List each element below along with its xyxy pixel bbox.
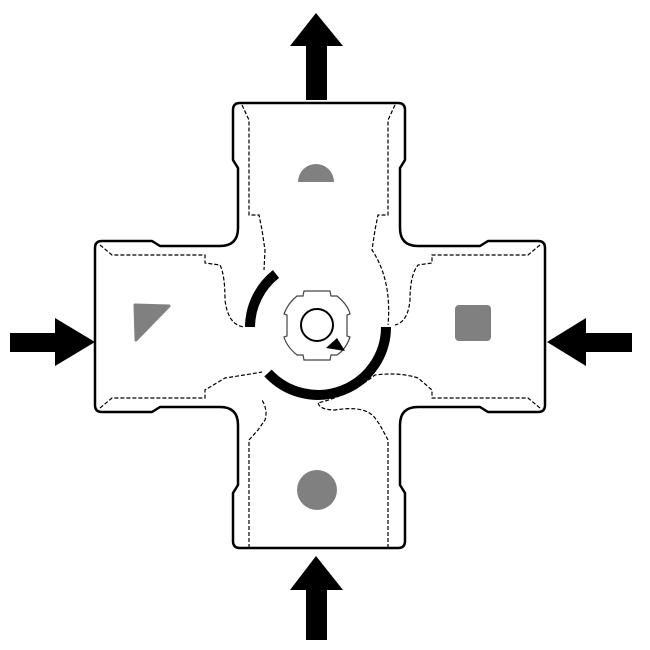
triangle-marker xyxy=(133,303,171,342)
rotor-arc-left xyxy=(245,270,280,328)
arrow-left-right-icon xyxy=(10,318,95,366)
arrow-top-up-icon xyxy=(290,13,343,100)
center-hub xyxy=(283,290,351,361)
arrow-bottom-up-icon xyxy=(290,556,343,640)
rotor-arc-bottom-right xyxy=(264,326,391,400)
square-marker xyxy=(455,305,491,341)
circle-marker xyxy=(297,470,337,510)
semicircle-marker xyxy=(298,164,334,182)
arrow-right-left-icon xyxy=(547,318,632,366)
